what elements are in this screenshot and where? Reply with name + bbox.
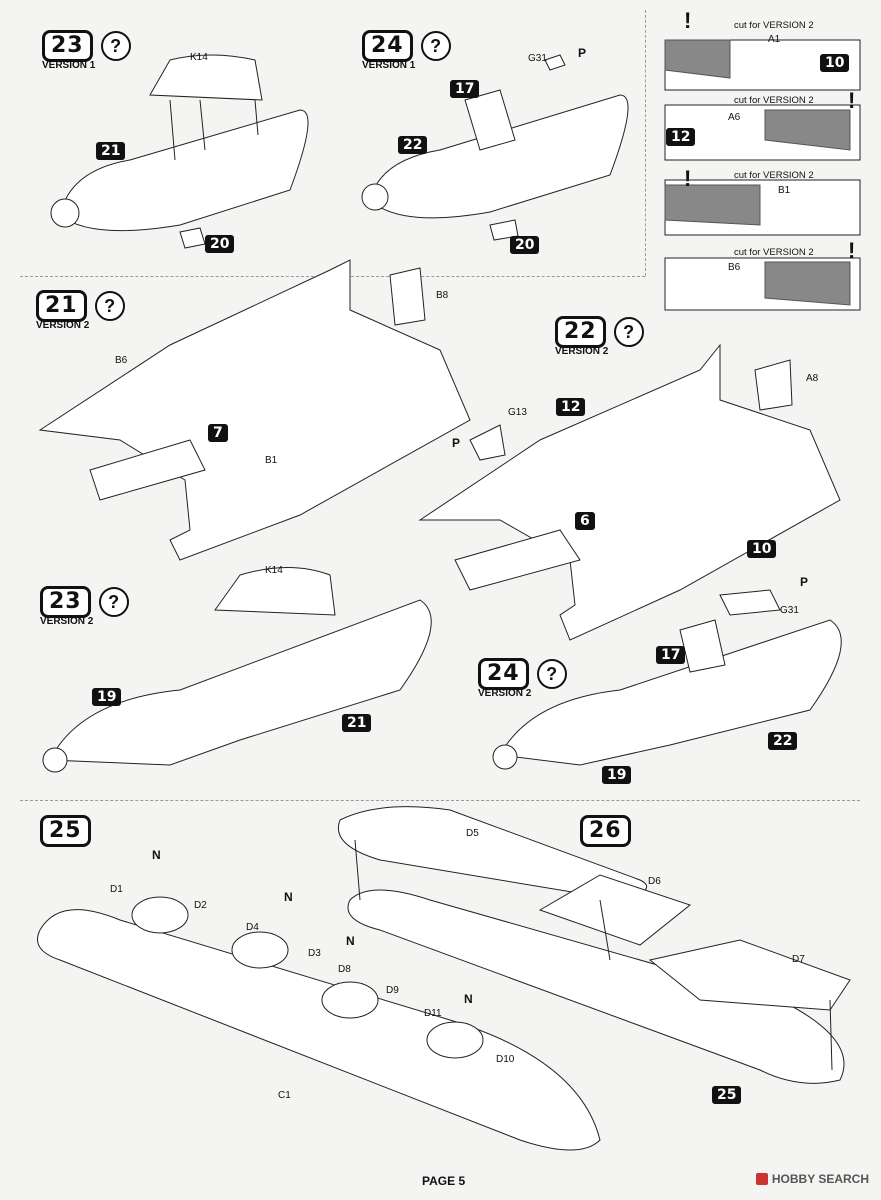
step-24-v1-header: 24 ? xyxy=(362,30,451,62)
step-22-v2-header: 22 ? xyxy=(555,316,644,348)
paint-p-label: P xyxy=(578,46,587,60)
step-ref-tag: 21 xyxy=(96,142,126,160)
warning-mark: ! xyxy=(684,8,692,33)
version-label: VERSION 1 xyxy=(42,60,96,71)
step-ref-tag: 10 xyxy=(747,540,777,558)
part-label: D4 xyxy=(246,922,259,933)
version-label: VERSION 2 xyxy=(555,346,609,357)
question-icon: ? xyxy=(536,659,567,689)
part-label: B1 xyxy=(265,455,278,466)
part-label: C1 xyxy=(278,1090,291,1101)
part-label: D11 xyxy=(424,1008,442,1019)
part-label: K14 xyxy=(265,565,283,576)
step-number: 26 xyxy=(580,815,631,847)
divider xyxy=(645,10,646,276)
part-label: D8 xyxy=(338,964,351,975)
step-number: 23 xyxy=(42,30,93,62)
part-label: A8 xyxy=(806,373,819,384)
step-ref-tag: 10 xyxy=(820,54,850,72)
brand-icon xyxy=(755,1173,768,1185)
question-icon: ? xyxy=(100,31,131,61)
question-icon: ? xyxy=(98,587,129,617)
part-label: D10 xyxy=(496,1054,515,1065)
part-label: D2 xyxy=(194,900,207,911)
divider xyxy=(20,800,860,801)
step-ref-tag: 6 xyxy=(575,512,595,530)
cut-note: cut for VERSION 2 xyxy=(734,20,814,31)
step-24-v2-header: 24 ? xyxy=(478,658,567,690)
part-label: D6 xyxy=(648,876,661,887)
step-26-header: 26 xyxy=(580,815,631,847)
warning-mark: ! xyxy=(684,166,692,191)
part-label: G31 xyxy=(528,53,547,64)
step-ref-tag: 20 xyxy=(205,235,235,253)
step-25-header: 25 xyxy=(40,815,91,847)
part-label: G13 xyxy=(508,407,527,418)
step-ref-tag: 7 xyxy=(208,424,228,442)
part-label: B1 xyxy=(778,185,791,196)
step-ref-tag: 12 xyxy=(666,128,696,146)
step-ref-tag: 20 xyxy=(510,236,540,254)
step-21-v2-header: 21 ? xyxy=(36,290,125,322)
step-ref-tag: 12 xyxy=(556,398,586,416)
step-number: 25 xyxy=(40,815,91,847)
part-label: D1 xyxy=(110,884,123,895)
step-ref-tag: 22 xyxy=(768,732,798,750)
part-label: K14 xyxy=(190,52,208,63)
brand-logo: HOBBY SEARCH xyxy=(755,1172,869,1186)
step-23-v2-header: 23 ? xyxy=(40,586,129,618)
part-label: D3 xyxy=(308,948,321,959)
step-number: 23 xyxy=(40,586,91,618)
step-ref-tag: 17 xyxy=(450,80,480,98)
part-label: B6 xyxy=(728,262,741,273)
step-23-v1-header: 23 ? xyxy=(42,30,131,62)
version-label: VERSION 2 xyxy=(36,320,90,331)
step-ref-tag: 25 xyxy=(712,1086,742,1104)
step-ref-tag: 21 xyxy=(342,714,372,732)
step-number: 21 xyxy=(36,290,87,322)
step-ref-tag: 19 xyxy=(602,766,632,784)
part-label: D7 xyxy=(792,954,805,965)
paint-n-label: N xyxy=(346,934,355,948)
paint-p-label: P xyxy=(800,575,809,589)
part-label: D5 xyxy=(466,828,479,839)
question-icon: ? xyxy=(420,31,451,61)
step-number: 24 xyxy=(478,658,529,690)
question-icon: ? xyxy=(94,291,125,321)
warning-mark: ! xyxy=(848,238,856,263)
part-label: D9 xyxy=(386,985,399,996)
cut-note: cut for VERSION 2 xyxy=(734,247,814,258)
step-number: 24 xyxy=(362,30,413,62)
step-ref-tag: 19 xyxy=(92,688,122,706)
part-label: A6 xyxy=(728,112,741,123)
page-number: PAGE 5 xyxy=(422,1174,466,1188)
part-label: B8 xyxy=(436,290,449,301)
brand-name: HOBBY SEARCH xyxy=(771,1172,869,1186)
paint-n-label: N xyxy=(284,890,293,904)
cut-note: cut for VERSION 2 xyxy=(734,170,814,181)
cut-note: cut for VERSION 2 xyxy=(734,95,814,106)
warning-mark: ! xyxy=(848,88,856,113)
paint-n-label: N xyxy=(152,848,161,862)
paint-n-label: N xyxy=(464,992,473,1006)
step-number: 22 xyxy=(555,316,606,348)
part-label: A1 xyxy=(768,34,781,45)
part-label: G31 xyxy=(780,605,799,616)
version-label: VERSION 1 xyxy=(362,60,416,71)
version-label: VERSION 2 xyxy=(40,616,94,627)
step-ref-tag: 17 xyxy=(656,646,686,664)
paint-p-label: P xyxy=(452,436,461,450)
step-ref-tag: 22 xyxy=(398,136,428,154)
question-icon: ? xyxy=(613,317,644,347)
version-label: VERSION 2 xyxy=(478,688,532,699)
part-label: B6 xyxy=(115,355,128,366)
